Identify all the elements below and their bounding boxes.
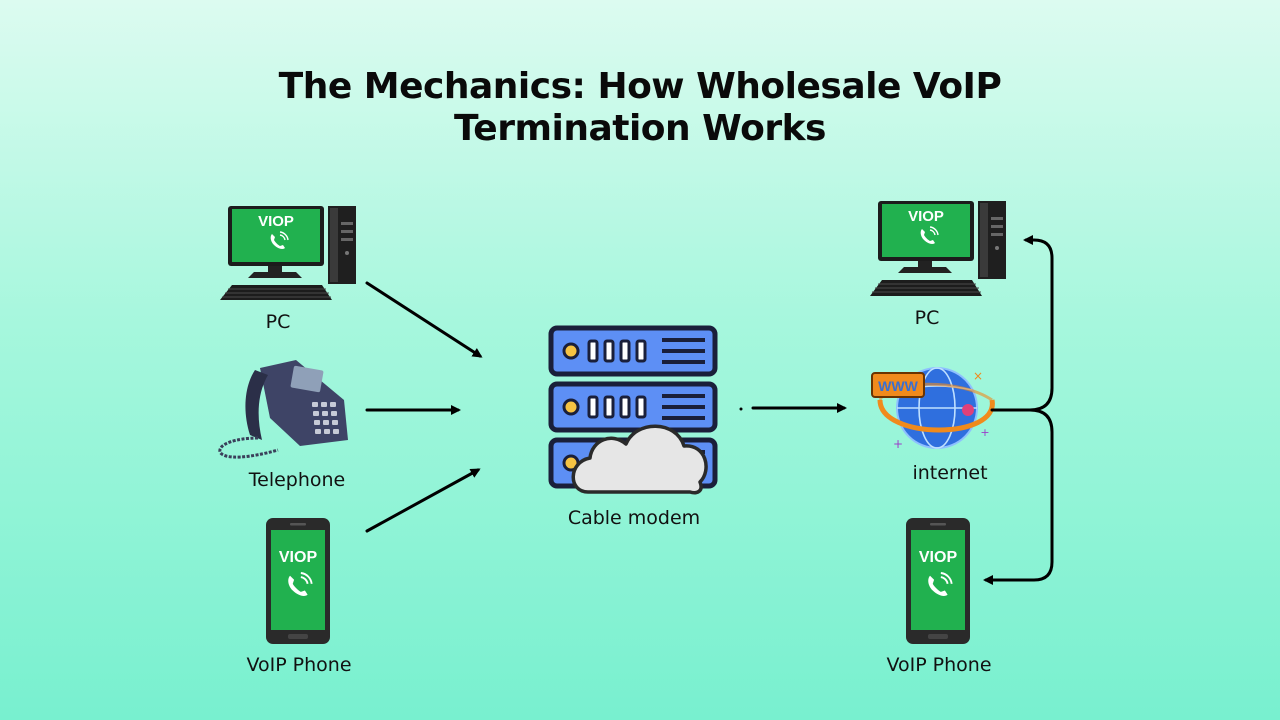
telephone-icon xyxy=(218,360,348,459)
page-title: The Mechanics: How Wholesale VoIP Termin… xyxy=(0,66,1280,150)
arrow-internet-to-pc-right xyxy=(990,235,1054,412)
arrow-pc-left-to-server xyxy=(365,281,483,358)
svg-text:×: × xyxy=(973,369,983,383)
voip-phone-right-label: VoIP Phone xyxy=(886,654,991,676)
cloud-server-icon xyxy=(548,325,718,495)
pc-left-icon: VIOP xyxy=(220,206,356,300)
internet-badge-text: WWW xyxy=(878,378,918,394)
pc-left-label: PC xyxy=(266,311,291,333)
title-line-1: The Mechanics: How Wholesale VoIP xyxy=(278,66,1002,107)
svg-text:+: + xyxy=(893,437,903,451)
voip-phone-right-icon: VIOP xyxy=(906,518,970,644)
arrow-voip-phone-left-to-server xyxy=(365,468,481,533)
pc-right-screen-text: VIOP xyxy=(908,208,944,225)
voip-phone-right-screen-text: VIOP xyxy=(919,549,958,566)
arrow-internet-to-voip-phone-right xyxy=(983,408,1054,585)
voip-phone-left-screen-text: VIOP xyxy=(279,549,318,566)
internet-globe-icon: WWW + × + xyxy=(871,367,995,451)
voip-phone-left-label: VoIP Phone xyxy=(246,654,351,676)
voip-phone-left-icon: VIOP xyxy=(266,518,330,644)
telephone-label: Telephone xyxy=(248,469,346,491)
server-label: Cable modem xyxy=(568,507,700,529)
internet-label: internet xyxy=(912,462,987,484)
pc-left-screen-text: VIOP xyxy=(258,213,294,230)
connector-dot xyxy=(739,407,743,411)
pc-right-icon: VIOP xyxy=(870,201,1006,296)
pc-right-label: PC xyxy=(915,307,940,329)
svg-text:+: + xyxy=(980,426,989,439)
title-line-2: Termination Works xyxy=(454,108,826,149)
